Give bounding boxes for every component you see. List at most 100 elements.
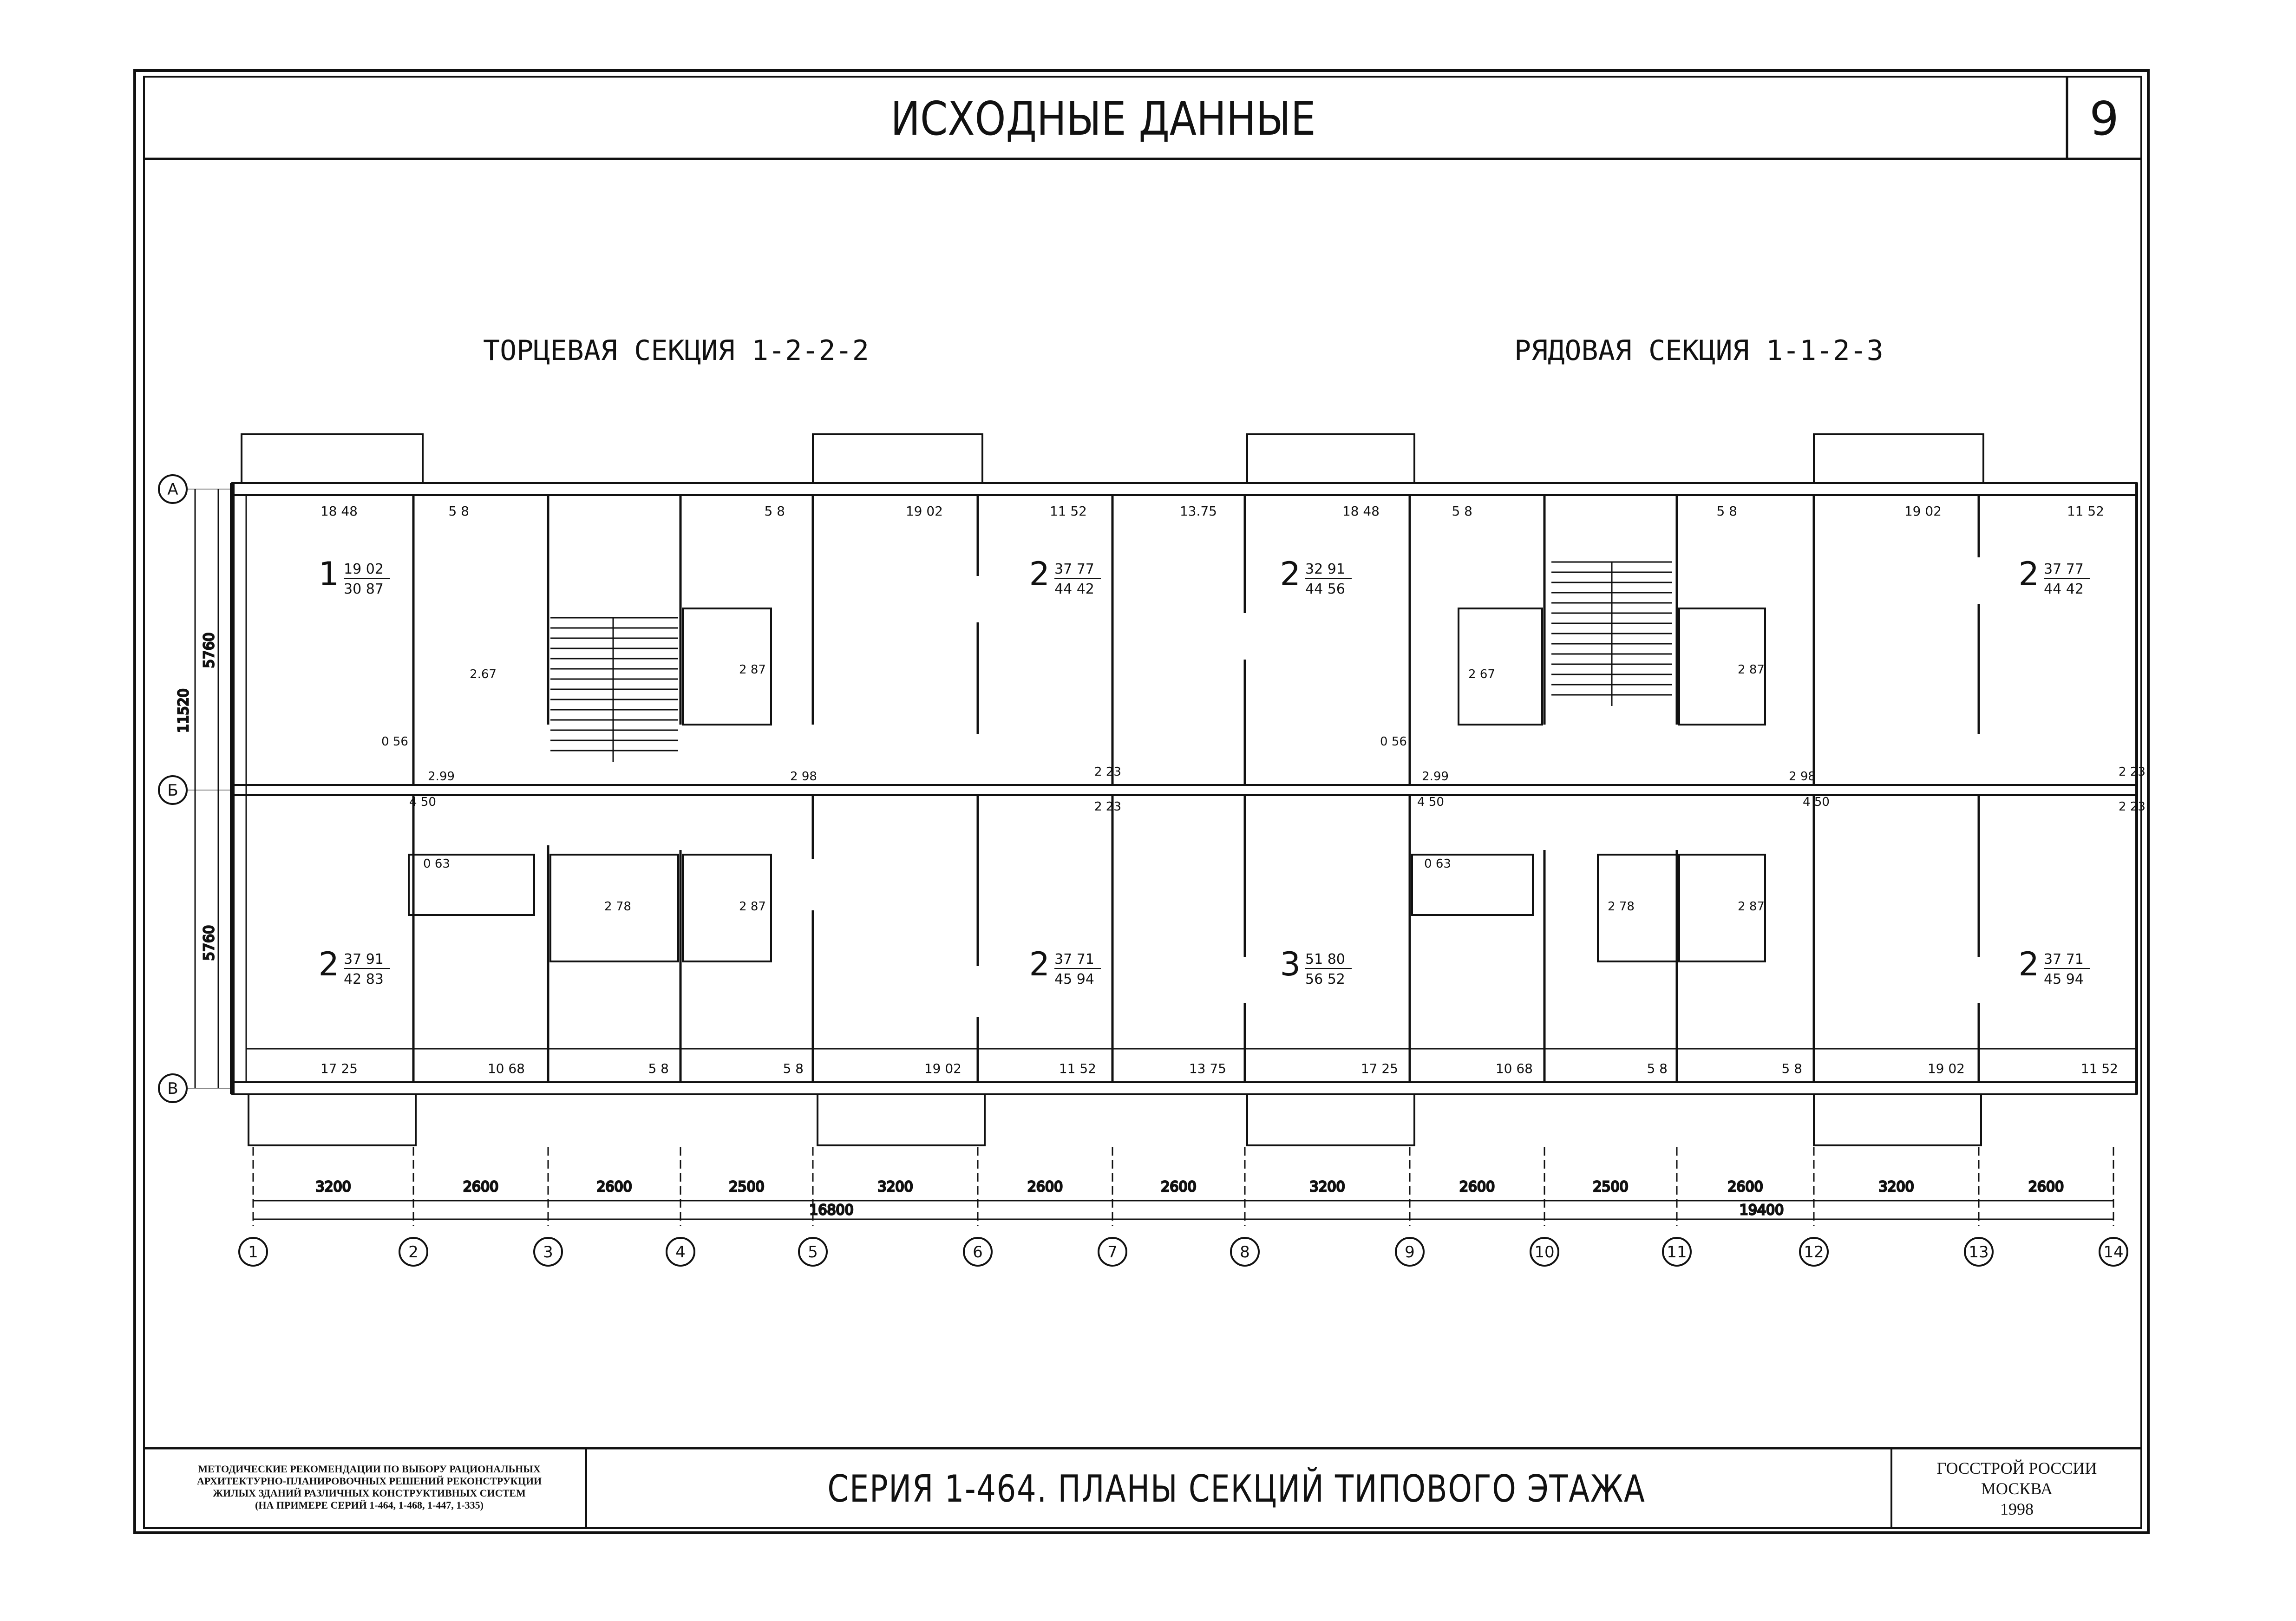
axis-marker-column (1799, 1237, 1829, 1267)
room-area-top: 18 48 (1342, 503, 1380, 519)
axis-marker-label: 10 (1534, 1243, 1554, 1262)
building-walls (230, 433, 2138, 1146)
axis-marker-label: 13 (1969, 1243, 1989, 1262)
span-label: 2600 (1727, 1179, 1763, 1195)
room-area-top: 5 8 (448, 503, 469, 519)
drawing-title: СЕРИЯ 1-464. ПЛАНЫ СЕКЦИЙ ТИПОВОГО ЭТАЖА (827, 1467, 1646, 1510)
apartment-rooms: 2 (2018, 945, 2039, 983)
axis-marker-label: А (167, 480, 178, 499)
axis-marker-column (798, 1237, 828, 1267)
year: 1998 (2000, 1500, 2034, 1518)
apartment-living-area: 19 02 (344, 561, 384, 577)
room-area-top: 5 8 (764, 503, 785, 519)
small-room-area: 2 23 (2119, 800, 2146, 814)
room-area-top: 5 8 (1716, 503, 1737, 519)
axis-marker-label: В (167, 1079, 178, 1098)
small-room-area: 2 87 (1738, 900, 1765, 914)
room-area-bottom: 11 52 (2081, 1061, 2118, 1076)
bathroom-block (1458, 608, 1543, 726)
apartment-total-area: 30 87 (344, 581, 384, 597)
apartment-total-area: 44 42 (1054, 581, 1094, 597)
span-label: 3200 (1878, 1179, 1914, 1195)
room-area-bottom: 5 8 (783, 1061, 804, 1076)
small-room-area: 2 23 (1094, 800, 1121, 814)
loggia-top-3 (1246, 433, 1415, 484)
wall-axis-a (231, 482, 2138, 496)
apartment-total-area: 42 83 (344, 971, 384, 987)
axis-marker-row (158, 474, 188, 504)
apartment-total-area: 45 94 (1054, 971, 1094, 987)
small-room-area: 2 87 (739, 900, 766, 914)
bathroom-block (1678, 854, 1766, 962)
axis-marker-column (1964, 1237, 1994, 1267)
inner-frame (143, 76, 2142, 1529)
room-area-top: 11 52 (1050, 503, 1087, 519)
small-room-area: 2 98 (790, 770, 817, 784)
bathroom-block (549, 854, 679, 962)
wall-axis-v (231, 1081, 2138, 1095)
room-area-top: 5 8 (1452, 503, 1472, 519)
sheet-number: 9 (2089, 91, 2119, 146)
stamp-line: ЖИЛЫХ ЗДАНИЙ РАЗЛИЧНЫХ КОНСТРУКТИВНЫХ СИ… (213, 1487, 526, 1499)
small-room-area: 2 23 (1094, 800, 1121, 814)
city: МОСКВА (1981, 1479, 2053, 1498)
small-room-area: 2 78 (1608, 900, 1635, 914)
axis-marker-label: 3 (543, 1243, 553, 1262)
small-room-area: 4 50 (1803, 795, 1830, 809)
organization-name: ГОССТРОЙ РОССИИ (1936, 1459, 2097, 1477)
span-label: 3200 (315, 1179, 351, 1195)
apartment-living-area: 37 77 (2044, 561, 2084, 577)
stamp-line: МЕТОДИЧЕСКИЕ РЕКОМЕНДАЦИИ ПО ВЫБОРУ РАЦИ… (198, 1463, 541, 1475)
apartment-rooms: 2 (1029, 945, 1050, 983)
axis-marker-column (238, 1237, 268, 1267)
stairs (550, 561, 1672, 762)
apartment-living-area: 37 91 (344, 951, 384, 967)
axis-marker-label: 7 (1107, 1243, 1118, 1262)
loggia-top-2 (812, 433, 983, 484)
span-label: 2500 (729, 1179, 764, 1195)
apartment-total-area: 44 56 (1305, 581, 1345, 597)
bathroom-block (1597, 854, 1678, 962)
small-room-area: 2.99 (1422, 770, 1449, 784)
row-span-label: 5760 (201, 633, 217, 668)
apartment-rooms: 2 (318, 945, 339, 983)
partition-walls (408, 495, 1980, 1082)
room-area-bottom: 19 02 (924, 1061, 962, 1076)
span-label: 2600 (463, 1179, 498, 1195)
room-area-bottom: 5 8 (648, 1061, 669, 1076)
stamp-organization: ГОССТРОЙ РОССИИ МОСКВА 1998 (1891, 1449, 2142, 1528)
span-label: 2600 (1027, 1179, 1063, 1195)
room-area-bottom: 5 8 (1781, 1061, 1802, 1076)
total-right-label: 19400 (1740, 1202, 1784, 1218)
span-label: 3200 (1309, 1179, 1345, 1195)
loggia-bottom-2 (817, 1093, 986, 1146)
axis-marker-label: 1 (248, 1243, 258, 1262)
apartment-living-area: 37 71 (1054, 951, 1094, 967)
room-area-top: 13.75 (1180, 503, 1217, 519)
bathroom-block (682, 608, 772, 726)
bathroom-block (408, 854, 535, 916)
stamp-line: (НА ПРИМЕРЕ СЕРИЙ 1-464, 1-468, 1-447, 1… (255, 1499, 484, 1511)
axis-marker-label: 14 (2103, 1243, 2123, 1262)
axis-marker-label: 12 (1804, 1243, 1824, 1262)
small-room-area: 2 98 (1789, 770, 1816, 784)
axis-marker-label: 8 (1240, 1243, 1250, 1262)
axis-marker-label: 6 (973, 1243, 983, 1262)
axis-marker-column (1230, 1237, 1260, 1267)
axis-marker-column (666, 1237, 695, 1267)
small-room-area: 2.67 (470, 667, 497, 681)
small-room-area: 0 63 (1424, 857, 1451, 871)
small-room-area: 2 78 (604, 900, 631, 914)
bathroom-block (1678, 608, 1766, 726)
small-room-area: 0 56 (381, 735, 408, 749)
small-room-area: 2 87 (1738, 663, 1765, 677)
apartment-total-area: 44 42 (2044, 581, 2084, 597)
loggia-top-4 (1813, 433, 1984, 484)
stamp-document-title: МЕТОДИЧЕСКИЕ РЕКОМЕНДАЦИИ ПО ВЫБОРУ РАЦИ… (153, 1449, 585, 1542)
axis-marker-row (158, 1073, 188, 1103)
room-area-bottom: 19 02 (1928, 1061, 1965, 1076)
page-title: ИСХОДНЫЕ ДАННЫЕ (890, 91, 1316, 146)
